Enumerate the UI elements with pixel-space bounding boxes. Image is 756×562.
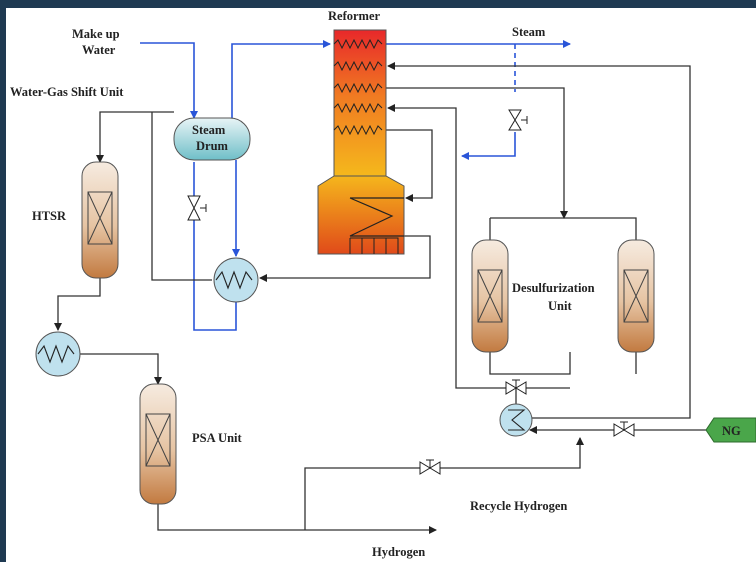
- steam-drum-label-line1: Steam: [192, 123, 226, 137]
- water-steam-lines: [140, 40, 571, 331]
- valve-steam-branch: [508, 109, 528, 131]
- ng-inlet-arrow: [705, 417, 756, 443]
- ng-label: NG: [722, 424, 741, 438]
- steam-drum-label-line2: Drum: [196, 139, 229, 153]
- reformer-coils: [333, 38, 383, 136]
- frame-left-border: [0, 0, 6, 562]
- psa-unit-label: PSA Unit: [192, 431, 243, 445]
- wgs-unit-label: Water-Gas Shift Unit: [10, 85, 124, 99]
- valve-recycle: [419, 459, 441, 475]
- heat-exchanger-3: [499, 403, 533, 437]
- hydrogen-label: Hydrogen: [372, 545, 425, 559]
- psa-vessel: [139, 383, 177, 505]
- recycle-hydrogen-label: Recycle Hydrogen: [470, 499, 567, 513]
- htsr-vessel: [81, 161, 119, 279]
- heat-exchanger-2: [35, 331, 81, 377]
- firebox-coil: [349, 197, 404, 237]
- burners: [349, 237, 399, 254]
- valve-desulf-out: [505, 379, 527, 395]
- valve-steam-drum: [187, 195, 207, 221]
- makeup-water-label-line2: Water: [82, 43, 116, 57]
- desulfurization-vessel-left: [471, 239, 509, 353]
- steam-drum: [173, 117, 251, 161]
- desulfurization-label-line2: Unit: [548, 299, 572, 313]
- desulfurization-label-line1: Desulfurization: [512, 281, 595, 295]
- makeup-water-label-line1: Make up: [72, 27, 120, 41]
- reformer: [317, 29, 405, 255]
- steam-label: Steam: [512, 25, 546, 39]
- frame-top-border: [0, 0, 756, 8]
- desulfurization-vessel-right: [617, 239, 655, 353]
- htsr-label: HTSR: [32, 209, 67, 223]
- reformer-label: Reformer: [328, 9, 380, 23]
- valve-ng: [613, 421, 635, 437]
- heat-exchanger-1: [213, 257, 259, 303]
